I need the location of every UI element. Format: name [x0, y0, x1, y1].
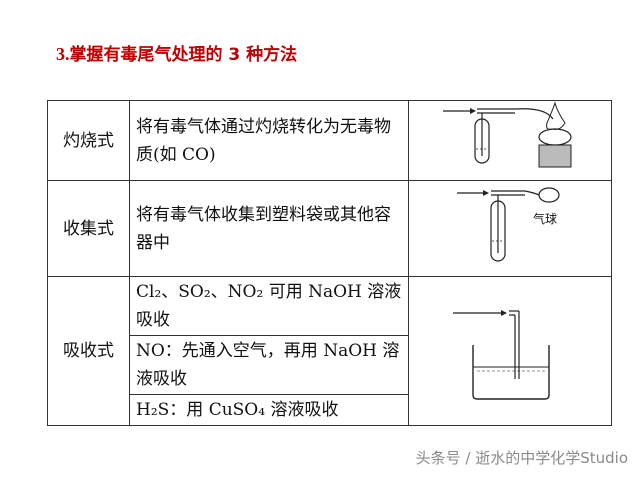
collection-apparatus-diagram: 气球: [407, 180, 613, 277]
absorption-option-2: NO：先通入空气，再用 NaOH 溶液吸收: [129, 335, 409, 395]
table-row: 灼烧式 将有毒气体通过灼烧转化为无毒物质(如 CO): [47, 100, 613, 181]
section-heading: 3.掌握有毒尾气处理的 3 种方法: [56, 40, 297, 65]
method-name-collection: 收集式: [47, 180, 130, 277]
method-name-absorption: 吸收式: [47, 276, 130, 426]
methods-table: 灼烧式 将有毒气体通过灼烧转化为无毒物质(如 CO): [47, 100, 613, 426]
method-desc-collection: 将有毒气体收集到塑料袋或其他容器中: [129, 180, 409, 277]
combustion-apparatus-icon: [442, 101, 572, 168]
method-desc-combustion: 将有毒气体通过灼烧转化为无毒物质(如 CO): [129, 100, 409, 181]
absorption-option-3: H₂S：用 CuSO₄ 溶液吸收: [129, 394, 409, 426]
absorption-apparatus-diagram: [407, 276, 613, 426]
absorption-option-1: Cl₂、SO₂、NO₂ 可用 NaOH 溶液吸收: [129, 276, 409, 336]
balloon-label: 气球: [533, 211, 557, 226]
table-row: 吸收式 Cl₂、SO₂、NO₂ 可用 NaOH 溶液吸收: [47, 276, 613, 426]
table-row: 收集式 将有毒气体收集到塑料袋或其他容器中 气球: [47, 180, 613, 277]
combustion-apparatus-diagram: [407, 100, 613, 181]
table-row: H₂S：用 CuSO₄ 溶液吸收: [48, 394, 612, 426]
balloon-apparatus-icon: 气球: [456, 187, 560, 262]
watermark: 头条号 / 逝水的中学化学Studio: [415, 449, 628, 467]
heading-number: 3.: [56, 44, 70, 64]
heading-text: 掌握有毒尾气处理的 3 种方法: [69, 45, 298, 65]
method-name-combustion: 灼烧式: [47, 100, 130, 181]
beaker-apparatus-icon: [452, 309, 550, 400]
table-row: NO：先通入空气，再用 NaOH 溶液吸收: [48, 335, 612, 395]
